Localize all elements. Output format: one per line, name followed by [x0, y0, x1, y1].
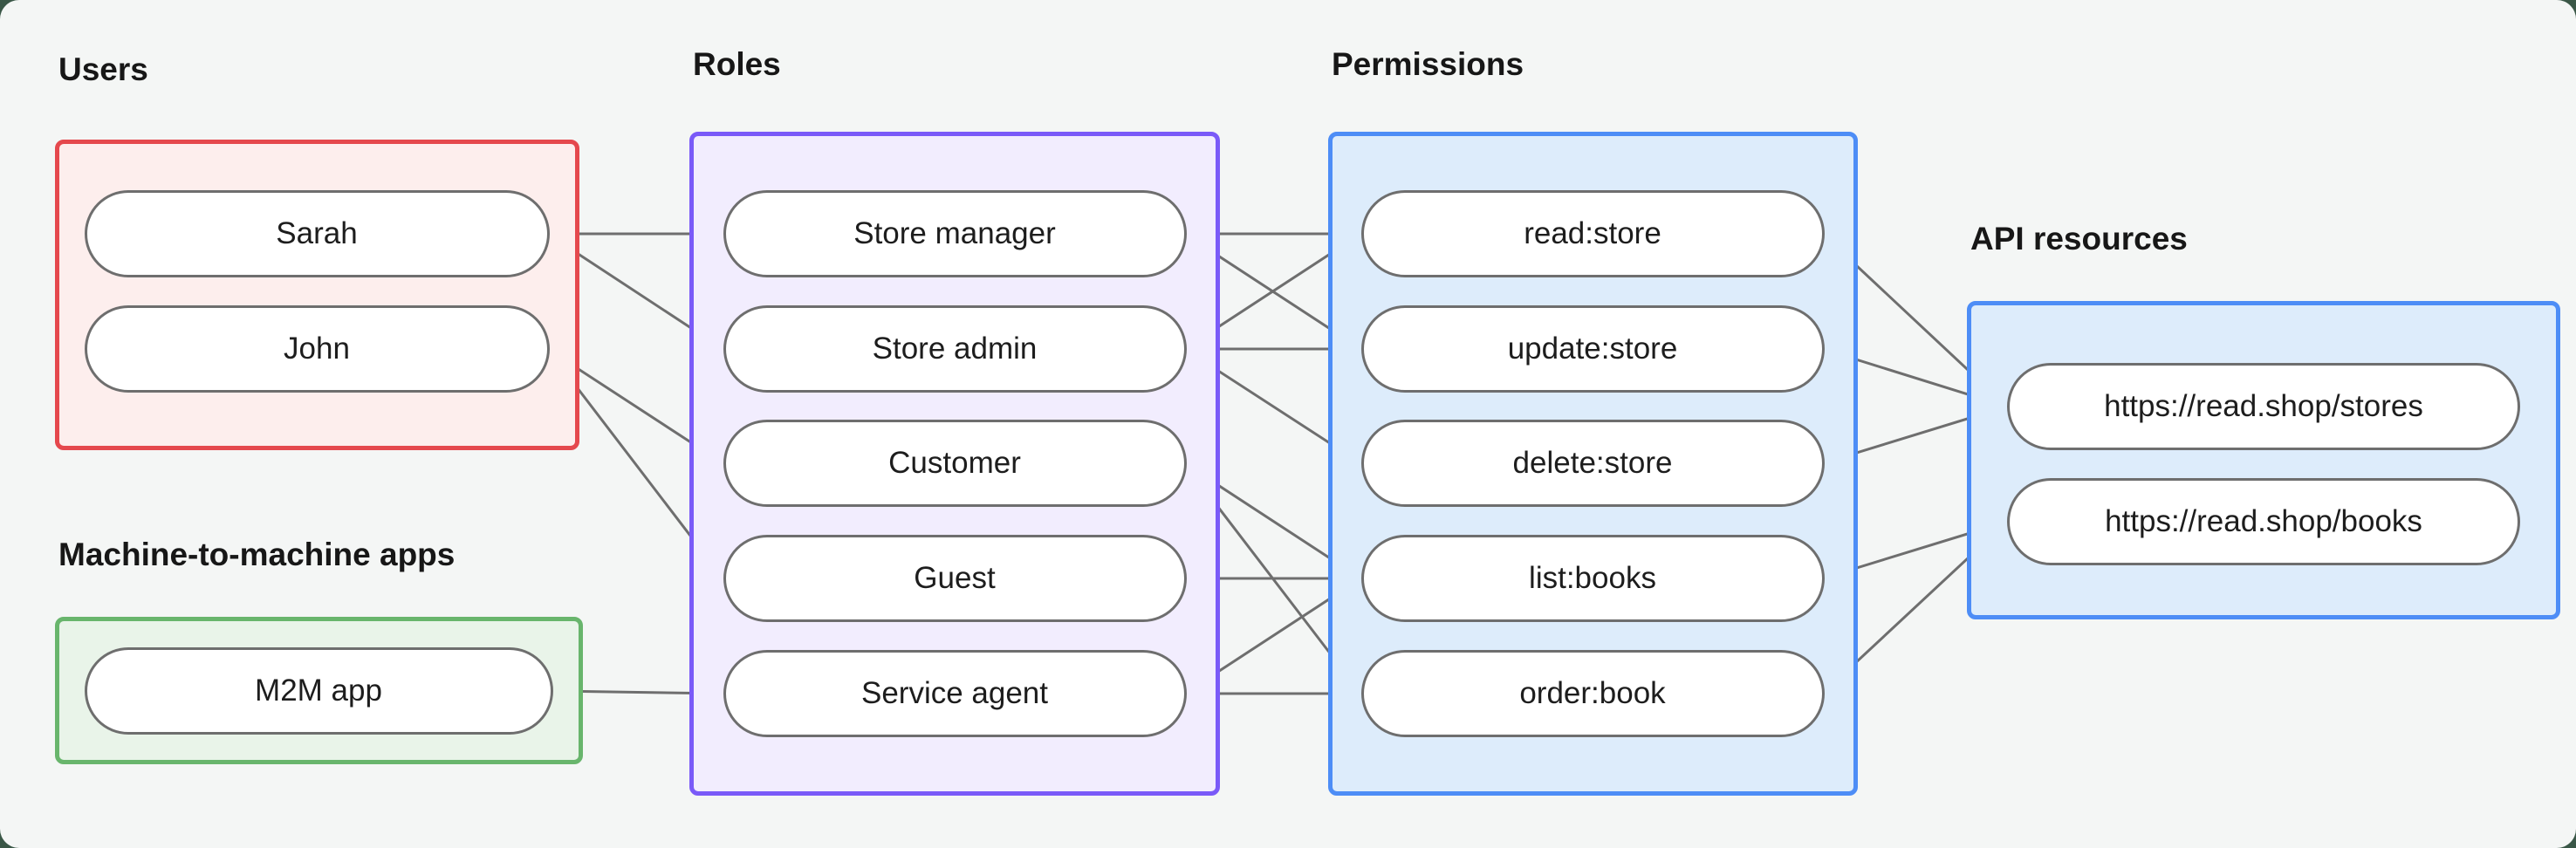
m2m-app-node: M2M app [84, 647, 553, 735]
api-resource-node-books: https://read.shop/books [2007, 478, 2520, 565]
node-label: Store manager [853, 216, 1056, 250]
permission-node-order-book: order:book [1360, 650, 1825, 737]
m2m-apps-group-label: Machine-to-machine apps [58, 537, 456, 572]
node-label: delete:store [1512, 446, 1673, 480]
permission-node-read-store: read:store [1360, 190, 1825, 277]
permission-node-list-books: list:books [1360, 535, 1825, 622]
role-node-guest: Guest [723, 535, 1187, 622]
roles-group-label: Roles [693, 46, 781, 82]
role-node-store-manager: Store manager [723, 190, 1187, 277]
api-resource-node-stores: https://read.shop/stores [2007, 363, 2520, 450]
node-label: John [284, 332, 350, 366]
node-label: Sarah [276, 216, 358, 250]
permission-node-update-store: update:store [1360, 305, 1825, 393]
api-resources-group-box [1967, 301, 2560, 619]
user-node-john: John [84, 305, 550, 393]
node-label: order:book [1519, 676, 1666, 710]
node-label: update:store [1507, 332, 1678, 366]
node-label: M2M app [255, 674, 382, 708]
user-node-sarah: Sarah [84, 190, 550, 277]
node-label: https://read.shop/books [2105, 504, 2422, 538]
users-group-label: Users [58, 51, 148, 87]
node-label: read:store [1524, 216, 1661, 250]
node-label: Guest [914, 561, 996, 595]
api-resources-group-label: API resources [1970, 221, 2188, 256]
node-label: Customer [888, 446, 1021, 480]
role-node-customer: Customer [723, 420, 1187, 507]
permissions-group-label: Permissions [1332, 46, 1524, 82]
permission-node-delete-store: delete:store [1360, 420, 1825, 507]
node-label: list:books [1529, 561, 1656, 595]
users-group-box [55, 140, 579, 450]
role-node-store-admin: Store admin [723, 305, 1187, 393]
node-label: Service agent [860, 676, 1049, 710]
node-label: https://read.shop/stores [2104, 389, 2423, 423]
role-node-service-agent: Service agent [723, 650, 1187, 737]
node-label: Store admin [872, 332, 1038, 366]
